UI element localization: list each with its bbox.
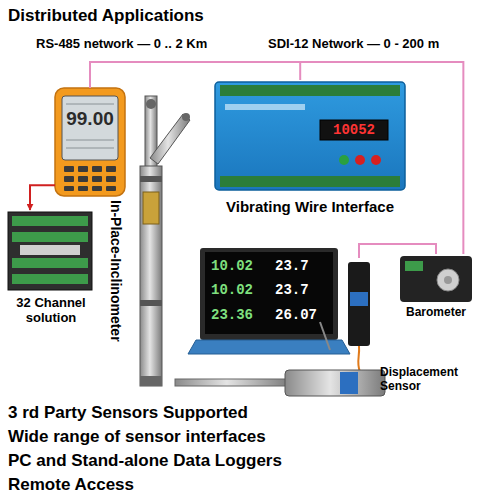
local-link: [30, 185, 55, 210]
diagram-title: Distributed Applications: [8, 6, 488, 26]
network-label: SDI-12 Network — 0 - 200 m: [268, 37, 498, 52]
handheld-logger: [55, 88, 125, 196]
inclinometer-illustration: [140, 96, 190, 386]
device-caption: In-Place-Inclinometer: [108, 200, 124, 400]
barometer-node: Barometer: [400, 254, 472, 322]
laptop-illustration: [188, 248, 350, 354]
screen-reading: 99.00: [55, 108, 125, 130]
device-caption: 32 Channel solution: [5, 296, 97, 326]
feature-line: 3 rd Party Sensors Supported: [8, 403, 498, 423]
channel-board: [8, 212, 92, 290]
screen-reading: 23.7: [275, 282, 329, 298]
feature-line: PC and Stand-alone Data Loggers: [8, 451, 498, 471]
screen-reading: 26.07: [275, 307, 329, 323]
led-reading: 10052: [320, 122, 388, 138]
network-wire: [90, 62, 463, 254]
sensor-illustration: [348, 262, 370, 372]
inclinometer-node: In-Place-Inclinometer: [108, 92, 188, 392]
barometer-illustration: [400, 256, 472, 302]
screen-reading: 10.02: [211, 282, 269, 298]
screen-reading: 23.7: [275, 258, 329, 274]
device-caption: Displacement Sensor: [380, 366, 470, 394]
horizontal-sensor-illustration: [175, 370, 385, 396]
device-caption: Vibrating Wire Interface: [212, 198, 408, 215]
feature-line: Wide range of sensor interfaces: [8, 427, 498, 447]
network-wire: [90, 62, 300, 88]
laptop-screen: 10.02 23.7 10.02 23.7 23.36 26.07: [205, 252, 333, 334]
feature-line: Remote Access: [8, 475, 498, 495]
vibrating-wire-node: 10052Vibrating Wire Interface: [212, 80, 408, 222]
device-caption: Barometer: [394, 306, 478, 320]
screen-reading: 10.02: [211, 258, 269, 274]
channel-board-node: 32 Channel solution: [5, 210, 97, 328]
network-label: RS-485 network — 0 .. 2 Km: [36, 37, 261, 52]
vibrating-wire-box: [215, 82, 405, 190]
sensor-node: Displacement Sensor: [345, 258, 470, 398]
network-wire: [359, 244, 436, 258]
screen-reading: 23.36: [211, 307, 269, 323]
handheld-logger: 99.00: [55, 88, 125, 196]
